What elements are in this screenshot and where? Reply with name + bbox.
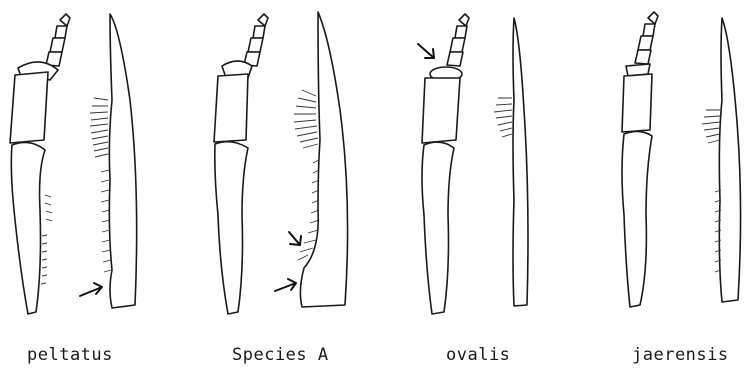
species-a-arrow-lower bbox=[275, 279, 296, 291]
species-a-arrow-upper bbox=[289, 232, 301, 245]
jaerensis-blade-setae bbox=[702, 110, 721, 272]
peltatus-arrow bbox=[80, 283, 102, 296]
label-ovalis: ovalis bbox=[446, 345, 510, 367]
label-jaerensis: jaerensis bbox=[632, 345, 729, 367]
specimen-ovalis bbox=[418, 14, 528, 314]
label-species-a: Species A bbox=[232, 345, 329, 367]
jaerensis-leg bbox=[622, 12, 658, 307]
specimen-peltatus bbox=[10, 14, 137, 314]
species-a-blade-setae bbox=[294, 90, 319, 260]
ovalis-leg bbox=[418, 14, 469, 314]
ovalis-arrow bbox=[418, 44, 434, 58]
ovalis-blade-setae bbox=[494, 98, 512, 137]
species-a-blade bbox=[275, 12, 348, 307]
jaerensis-blade bbox=[702, 18, 741, 302]
label-peltatus: peltatus bbox=[27, 345, 113, 367]
specimen-species-a bbox=[214, 12, 348, 314]
peltatus-leg bbox=[10, 14, 70, 314]
species-a-leg bbox=[214, 14, 268, 314]
ovalis-blade bbox=[494, 18, 528, 306]
peltatus-leg-setae bbox=[41, 195, 52, 284]
peltatus-blade bbox=[80, 14, 137, 308]
peltatus-blade-setae bbox=[90, 98, 111, 272]
specimen-jaerensis bbox=[622, 12, 741, 307]
